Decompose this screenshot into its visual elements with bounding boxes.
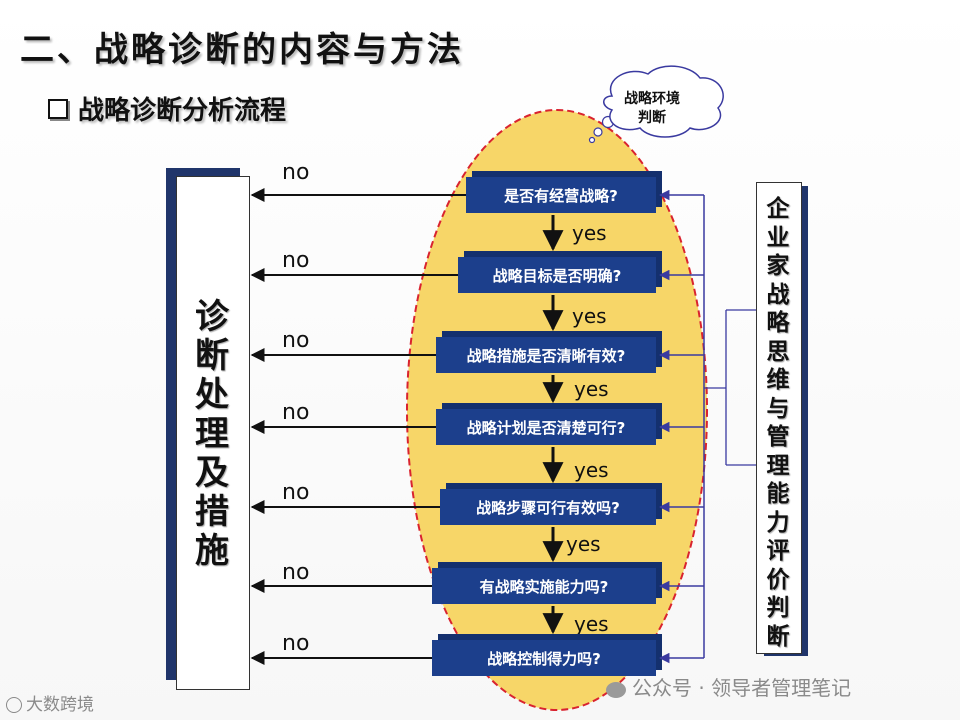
diagnosis-measures-label: 诊断处理及措施 xyxy=(195,297,229,571)
step-label: 战略措施是否清晰有效? xyxy=(467,347,626,365)
watermark-left: 大数跨境 xyxy=(6,690,94,715)
step-box xyxy=(436,409,656,445)
no-label: no xyxy=(282,631,309,656)
subtitle-text: 战略诊断分析流程 xyxy=(78,96,287,126)
cloud-label-line2: 判断 xyxy=(638,109,666,126)
diagnosis-measures-box xyxy=(176,176,250,690)
right-bracket xyxy=(704,309,758,466)
step-label: 有战略实施能力吗? xyxy=(480,578,609,596)
step-box xyxy=(432,640,656,676)
step-label: 战略步骤可行有效吗? xyxy=(476,499,620,517)
step-box xyxy=(436,337,656,373)
step-label: 战略计划是否清楚可行? xyxy=(467,419,626,437)
yes-label: yes xyxy=(566,532,601,556)
cloud-label-line1: 战略环境 xyxy=(624,90,680,107)
step-box xyxy=(466,177,656,213)
wechat-icon xyxy=(606,681,626,698)
no-label: no xyxy=(282,328,309,353)
step-label: 战略目标是否明确? xyxy=(493,267,622,285)
step-label: 是否有经营战略? xyxy=(503,187,618,205)
yes-label: yes xyxy=(574,612,609,636)
yes-label: yes xyxy=(574,458,609,482)
brand-logo-icon xyxy=(6,697,22,713)
step-box xyxy=(458,257,656,293)
page-title: 二、战略诊断的内容与方法 xyxy=(20,30,464,70)
watermark-right: 公众号 · 领导者管理笔记 xyxy=(606,672,851,701)
yes-label: yes xyxy=(574,377,609,401)
entrepreneur-evaluation-label: 企业家战略思维与管理能力评价判断 xyxy=(766,196,790,650)
thought-cloud: 战略环境 判断 xyxy=(588,65,724,144)
checkbox-bullet-icon xyxy=(48,98,68,119)
no-label: no xyxy=(282,160,309,185)
section-subtitle: 战略诊断分析流程 xyxy=(48,90,286,127)
no-label: no xyxy=(282,560,309,585)
step-label: 战略控制得力吗? xyxy=(487,650,601,668)
no-label: no xyxy=(282,400,309,425)
no-label: no xyxy=(282,248,309,273)
step-box xyxy=(432,568,656,604)
no-label: no xyxy=(282,480,309,505)
watermark-left-text: 大数跨境 xyxy=(26,695,94,715)
watermark-right-text: 公众号 · 领导者管理笔记 xyxy=(632,676,852,700)
yes-label: yes xyxy=(572,221,607,245)
step-box xyxy=(440,489,656,525)
yes-label: yes xyxy=(572,304,607,328)
entrepreneur-evaluation-box xyxy=(756,182,802,654)
